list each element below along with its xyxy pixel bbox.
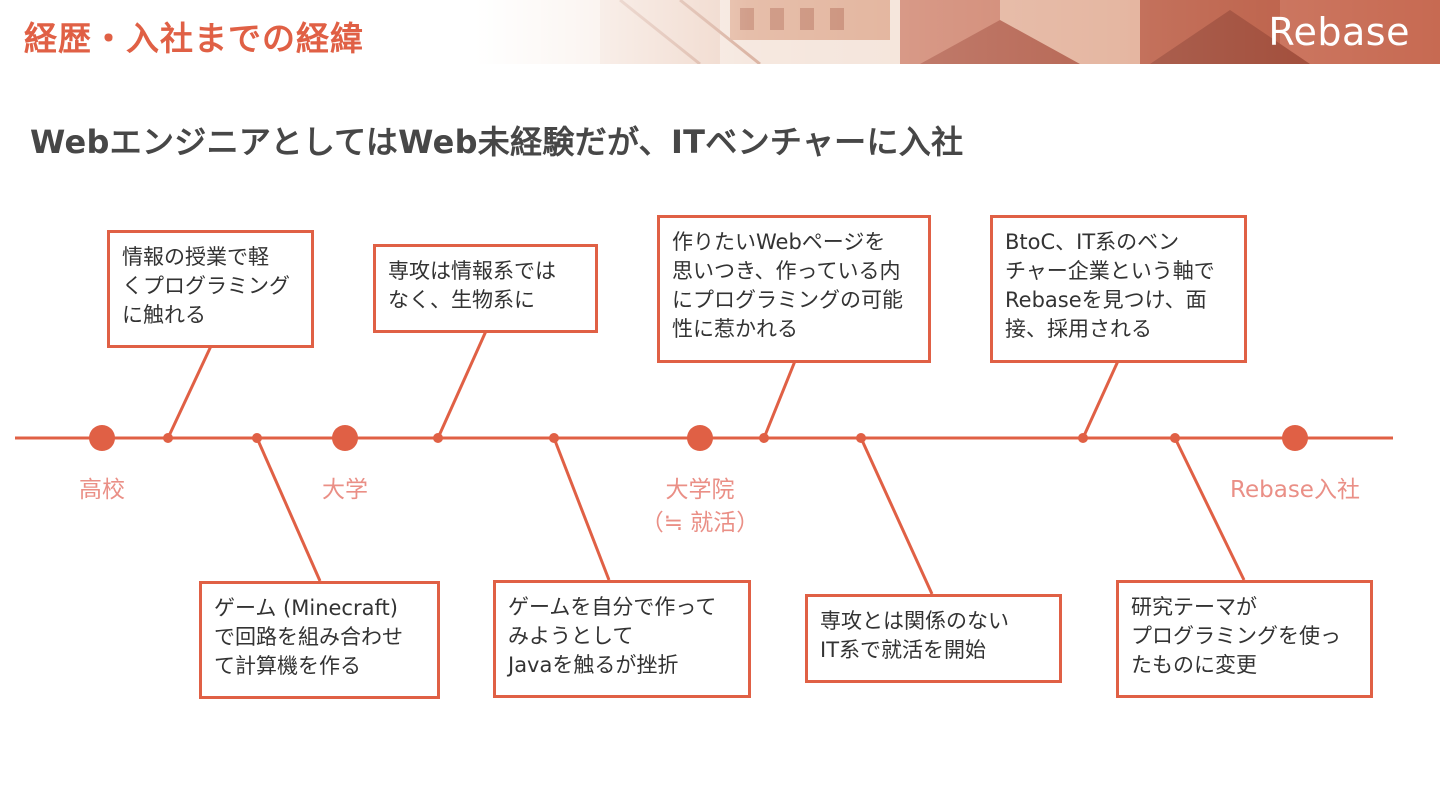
event-box-top-3: 作りたいWebページを 思いつき、作っている内 にプログラミングの可能 性に惹か… [657,215,931,363]
milestone-dot [332,425,358,451]
milestone-dot [687,425,713,451]
event-dot [1078,433,1088,443]
milestone-label: 大学院 [641,474,760,507]
milestone-label: 大学 [322,474,368,507]
milestone-label: 高校 [79,474,125,507]
connector-bottom-1 [257,438,320,581]
milestone-highschool: 高校 [79,474,125,507]
event-dot [433,433,443,443]
event-box-bottom-4: 研究テーマが プログラミングを使っ たものに変更 [1116,580,1373,698]
event-box-top-2: 専攻は情報系では なく、生物系に [373,244,598,333]
event-box-bottom-1: ゲーム (Minecraft) で回路を組み合わせ て計算機を作る [199,581,440,699]
event-dot [759,433,769,443]
event-dot [163,433,173,443]
milestone-graduate-school: 大学院 （≒ 就活） [641,474,760,540]
event-dot [1170,433,1180,443]
event-dot [252,433,262,443]
connector-bottom-3 [861,438,932,594]
connector-top-2 [438,331,486,438]
event-box-top-4: BtoC、IT系のベン チャー企業という軸で Rebaseを見つけ、面 接、採用… [990,215,1247,363]
event-box-bottom-2: ゲームを自分で作って みようとして Javaを触るが挫折 [493,580,751,698]
connector-top-1 [168,346,211,438]
milestone-university: 大学 [322,474,368,507]
milestone-sublabel: （≒ 就活） [641,507,760,540]
milestone-label: Rebase入社 [1230,474,1360,507]
event-box-top-1: 情報の授業で軽 くプログラミング に触れる [107,230,314,348]
event-box-bottom-3: 専攻とは関係のない IT系で就活を開始 [805,594,1062,683]
event-dot [856,433,866,443]
milestone-dot [89,425,115,451]
connector-top-4 [1083,361,1118,438]
connector-bottom-2 [554,438,609,580]
milestone-dot [1282,425,1308,451]
connector-bottom-4 [1175,438,1244,580]
connector-top-3 [764,361,795,438]
milestone-join-rebase: Rebase入社 [1230,474,1360,507]
event-dot [549,433,559,443]
